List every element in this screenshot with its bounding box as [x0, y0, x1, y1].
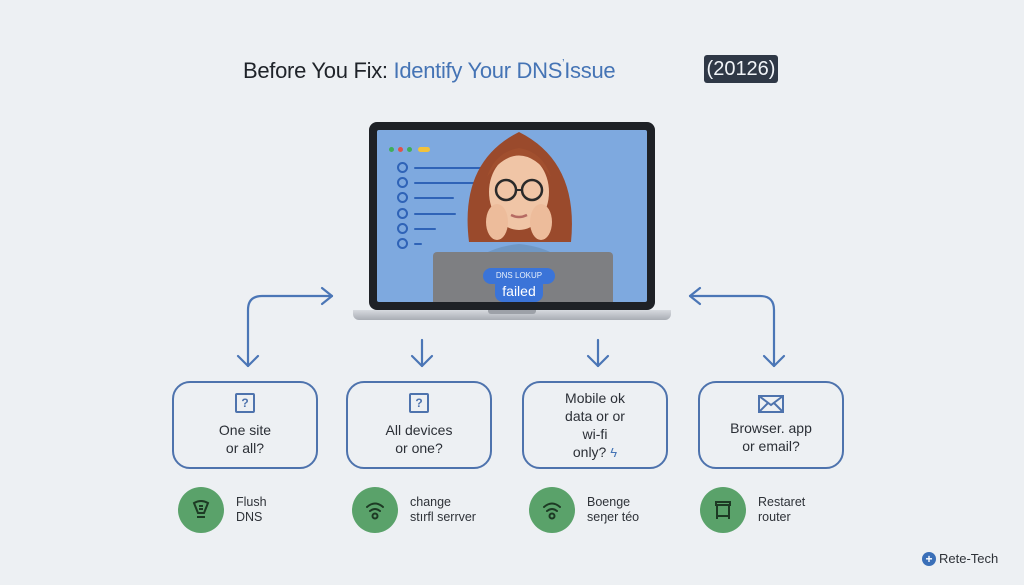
question-card-browser-app: Browser. app or email?	[698, 381, 844, 469]
arrowhead-down-icon	[586, 354, 610, 368]
laptop-notch	[488, 310, 536, 314]
mail-icon	[758, 395, 784, 413]
fix-change-server[interactable]: change stırfl serrver	[352, 487, 476, 533]
fix-line: change	[410, 495, 452, 509]
trailing-mark-icon: ϟ	[610, 444, 618, 460]
list-row	[397, 238, 422, 249]
year-badge: (20126)	[704, 55, 778, 83]
dns-error-label: DNS LOKUP	[483, 268, 555, 284]
list-row	[397, 162, 494, 173]
arrowhead-down-icon	[762, 354, 786, 368]
question-line: All devices	[385, 422, 453, 438]
question-box-icon: ?	[409, 393, 429, 413]
arrowhead-down-icon	[410, 354, 434, 368]
arrow-right-branch	[688, 294, 776, 368]
arrowhead-right-icon	[320, 286, 334, 306]
radio-icon	[397, 238, 408, 249]
question-line: or one?	[395, 440, 443, 456]
question-card-all-devices: ? All devices or one?	[346, 381, 492, 469]
fix-line: stırfl serrver	[410, 510, 476, 524]
list-row	[397, 208, 456, 219]
question-line: One site	[218, 422, 272, 438]
fix-line: seŋer téo	[587, 510, 640, 524]
fix-line: router	[758, 510, 791, 524]
window-pill-icon	[418, 147, 430, 152]
list-row	[397, 223, 436, 234]
radio-icon	[397, 177, 408, 188]
title-prefix: Before You Fix:	[243, 58, 388, 83]
wifi-icon	[543, 502, 561, 520]
question-line: Browser. app	[730, 420, 812, 436]
list-line	[414, 196, 454, 199]
wifi-icon	[366, 502, 384, 520]
dns-error-status: failed	[495, 282, 543, 302]
window-dot-icon	[407, 147, 412, 152]
arrowhead-down-icon	[236, 354, 260, 368]
question-card-one-site: ? One site or all?	[172, 381, 318, 469]
radio-icon	[397, 162, 408, 173]
plus-circle-icon: +	[922, 551, 936, 566]
laptop-base	[353, 310, 671, 320]
question-card-mobile-wifi: Mobile ok data or or wi-fi only? ϟ	[522, 381, 668, 469]
question-line: or all?	[225, 440, 265, 456]
title-suffix: Issue	[564, 58, 616, 83]
question-box-icon: ?	[235, 393, 255, 413]
list-line	[414, 181, 476, 184]
flush-icon	[192, 500, 210, 518]
fix-line: Restaret	[758, 495, 806, 509]
radio-icon	[397, 223, 408, 234]
fix-line: Flush	[236, 495, 267, 509]
fix-icon-circle	[352, 487, 398, 533]
radio-icon	[397, 208, 408, 219]
list-row	[397, 192, 454, 203]
question-line: Mobile ok	[565, 389, 625, 406]
router-icon	[715, 501, 731, 519]
question-line: or email?	[742, 438, 800, 454]
question-line: only?	[572, 443, 607, 460]
laptop-screen: DNS LOKUP failed	[377, 130, 647, 302]
laptop-illustration: DNS LOKUP failed	[369, 122, 655, 310]
window-controls	[389, 147, 430, 152]
list-line	[414, 212, 456, 215]
fix-line: Boenge	[587, 495, 631, 509]
brand-logo: + Rete-Tech	[922, 551, 998, 566]
question-line: wi-fi	[582, 425, 608, 442]
fix-change-server-2[interactable]: Boenge seŋer téo	[529, 487, 639, 533]
fix-icon-circle	[178, 487, 224, 533]
window-dot-icon	[389, 147, 394, 152]
fix-icon-circle	[700, 487, 746, 533]
radio-icon	[397, 192, 408, 203]
list-line	[414, 166, 494, 169]
brand-name: Rete-Tech	[939, 551, 999, 566]
list-row	[397, 177, 476, 188]
fix-flush-dns[interactable]: Flush DNS	[178, 487, 267, 533]
list-line	[414, 227, 436, 230]
list-line	[414, 242, 422, 245]
arrowhead-left-icon	[688, 286, 702, 306]
page-title: Before You Fix: Identify Your DNSʼIssue	[243, 58, 616, 84]
title-tick: ʼ	[562, 58, 565, 70]
question-line: data or or	[565, 407, 625, 424]
title-accent: Identify Your DNS	[393, 58, 563, 83]
fix-line: DNS	[236, 510, 263, 524]
fix-restart-router[interactable]: Restaret router	[700, 487, 805, 533]
arrow-left-branch	[246, 294, 334, 368]
fix-icon-circle	[529, 487, 575, 533]
window-dot-icon	[398, 147, 403, 152]
